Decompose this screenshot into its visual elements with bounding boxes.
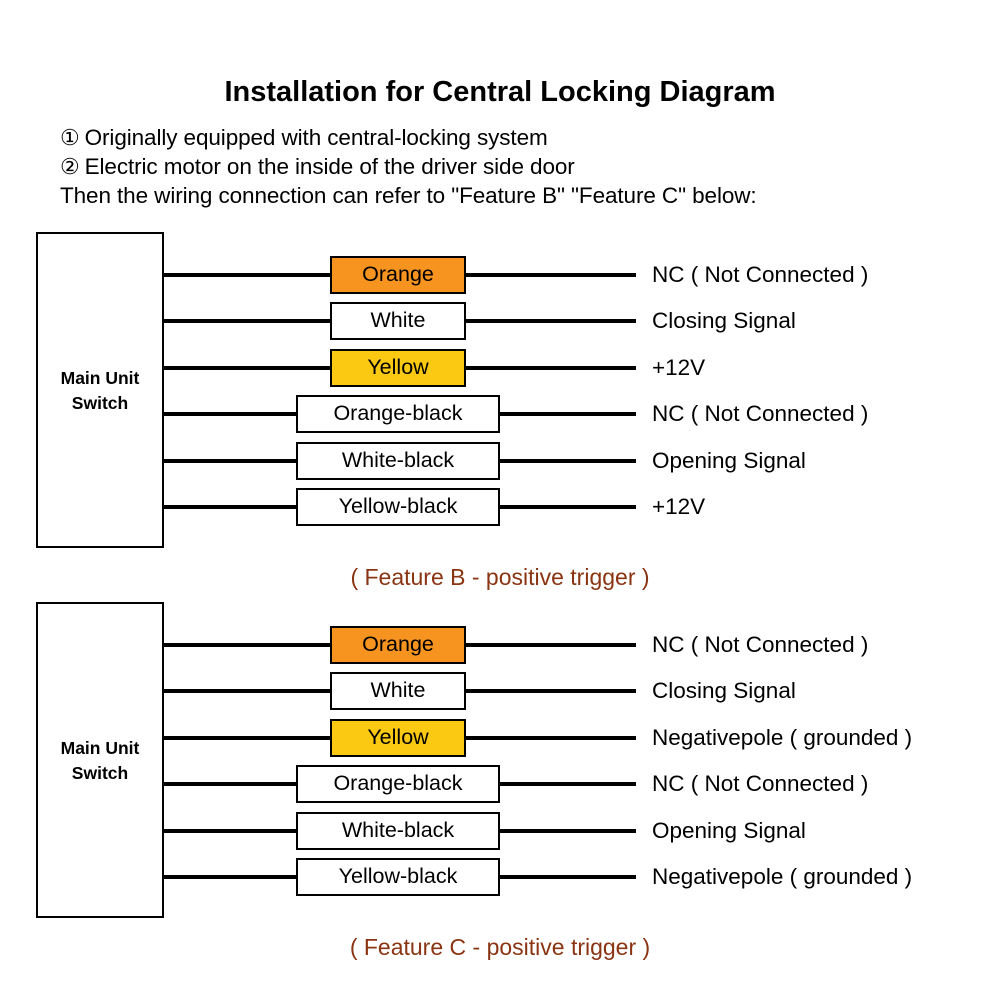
caption-feature-b: ( Feature B - positive trigger )	[350, 564, 650, 590]
wire-segment-right	[500, 782, 636, 787]
wire-segment-right	[466, 273, 636, 277]
main-unit-label-c: Main Unit Switch	[60, 738, 140, 784]
wire-segment-left	[164, 782, 296, 787]
wire-segment-left	[164, 505, 296, 509]
wire-segment-right	[500, 505, 636, 509]
wire-segment-right	[466, 319, 636, 324]
wire-color-box: Yellow	[330, 348, 466, 387]
wire-function-label: NC ( Not Connected )	[652, 771, 869, 797]
wire-segment-right	[500, 875, 636, 879]
wire-segment-right	[500, 458, 636, 463]
wire-segment-right	[466, 643, 636, 647]
wire-color-box: Orange-black	[296, 395, 500, 434]
wire-function-label: NC ( Not Connected )	[652, 262, 869, 287]
wire-segment-left	[164, 365, 330, 370]
wire-segment-left	[164, 689, 330, 694]
wire-function-label: +12V	[652, 354, 706, 380]
wire-segment-right	[466, 365, 636, 370]
wire-function-label: NC ( Not Connected )	[652, 401, 869, 427]
caption-feature-c: ( Feature C - positive trigger )	[349, 934, 651, 960]
wire-color-box: Orange-black	[296, 765, 500, 804]
main-unit-box-b: Main Unit Switch	[36, 232, 164, 548]
wire-function-label: Closing Signal	[652, 308, 796, 334]
wire-segment-right	[500, 828, 636, 833]
main-unit-label-b: Main Unit Switch	[60, 368, 140, 414]
wire-segment-right	[466, 689, 636, 694]
wire-segment-right	[500, 412, 636, 417]
wire-function-label: Negativepole ( grounded )	[652, 724, 913, 750]
wire-segment-left	[164, 458, 296, 463]
wire-color-box: White-black	[296, 811, 500, 850]
wire-segment-left	[164, 828, 296, 833]
header-text-2: Electric motor on the inside of the driv…	[84, 154, 575, 179]
header-line-3: Then the wiring connection can refer to …	[60, 183, 757, 209]
wire-color-box: Yellow	[330, 718, 466, 757]
wire-segment-left	[164, 319, 330, 324]
wire-color-box: Yellow-black	[296, 858, 500, 896]
wire-segment-left	[164, 735, 330, 740]
wire-segment-left	[164, 875, 296, 879]
wire-function-label: Closing Signal	[652, 678, 796, 704]
page-title: Installation for Central Locking Diagram	[224, 76, 776, 108]
list-marker-1: ①	[60, 125, 80, 150]
wire-segment-right	[466, 735, 636, 740]
wire-color-box: Orange	[330, 626, 466, 664]
wire-function-label: Opening Signal	[652, 447, 806, 473]
wire-segment-left	[164, 273, 330, 277]
wire-color-box: Orange	[330, 256, 466, 294]
wire-color-box: White-black	[296, 441, 500, 480]
wire-color-box: Yellow-black	[296, 488, 500, 526]
wire-color-box: White	[330, 672, 466, 711]
wire-segment-left	[164, 412, 296, 417]
wire-color-box: White	[330, 302, 466, 341]
main-unit-box-c: Main Unit Switch	[36, 602, 164, 918]
header-text-1: Originally equipped with central-locking…	[84, 125, 548, 150]
wire-segment-left	[164, 643, 330, 647]
header-text-3: Then the wiring connection can refer to …	[60, 183, 757, 208]
wire-function-label: Negativepole ( grounded )	[652, 864, 913, 889]
wire-function-label: +12V	[652, 494, 706, 519]
wire-function-label: NC ( Not Connected )	[652, 632, 869, 657]
wire-function-label: Opening Signal	[652, 817, 806, 843]
list-marker-2: ②	[60, 154, 80, 179]
